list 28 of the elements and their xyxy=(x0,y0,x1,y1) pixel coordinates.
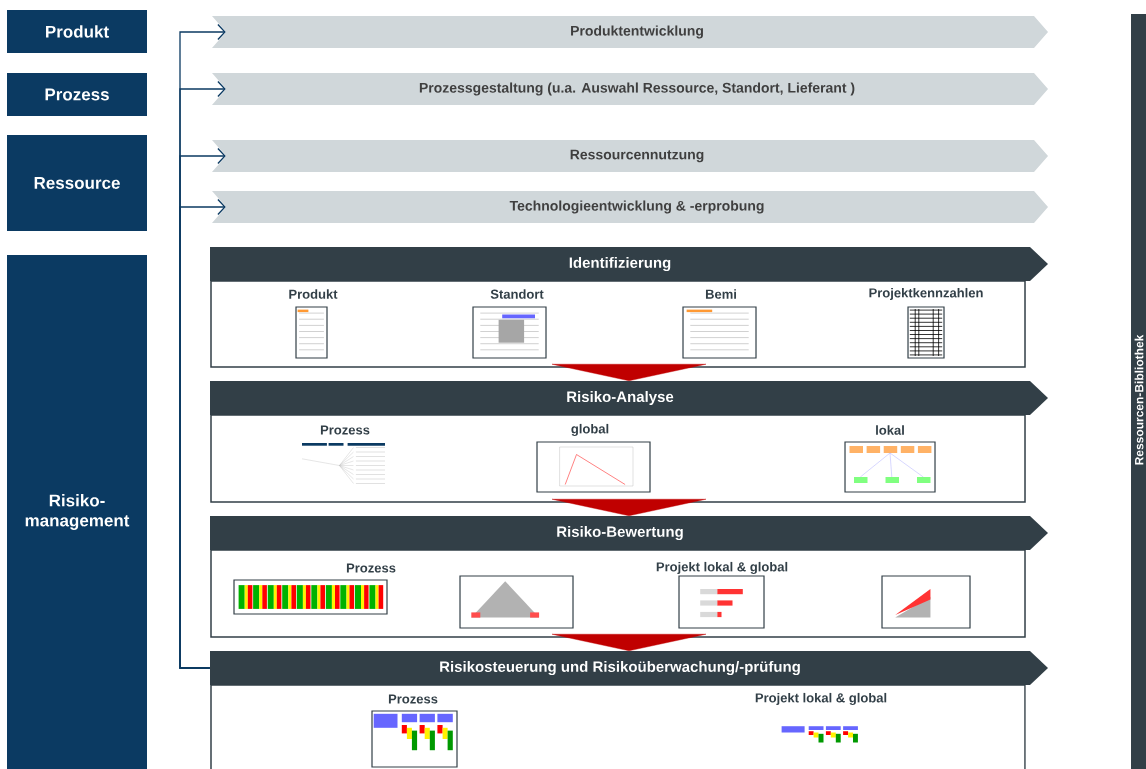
panel-heading: Identifizierung xyxy=(569,257,671,272)
section-label: Standort xyxy=(490,289,544,299)
category-box: Produkt xyxy=(7,10,147,53)
chevron-band: Ressourcennutzung xyxy=(212,140,1048,172)
section-label: lokal xyxy=(876,425,904,435)
section-label: Prozess xyxy=(320,425,370,435)
chevron-band: Technologieentwicklung & -erprobung xyxy=(212,191,1048,223)
chevron-band: Prozessgestaltung (u.a. Auswahl Ressource, Standort, Lieferant ) xyxy=(212,73,1048,105)
flow-arrow xyxy=(551,634,707,651)
section-label: Projekt lokal & global xyxy=(656,561,788,575)
flow-arrow xyxy=(551,364,707,381)
vertical-bar: Ressourcen-Bibliothek xyxy=(1131,14,1146,769)
section-label: global xyxy=(571,423,609,437)
section-label: Prozess xyxy=(388,694,438,704)
panel-heading: Risikosteuerung und Risikoüberwachung/-prüfung xyxy=(440,661,800,676)
section-label: Projektkennzahlen xyxy=(869,287,983,301)
category-box: Risiko- management xyxy=(7,255,147,769)
category-box: Prozess xyxy=(7,73,147,116)
flow-arrow xyxy=(551,499,707,516)
section-label: Projekt lokal & global xyxy=(755,692,887,706)
panel-heading: Risiko-Analyse xyxy=(567,391,674,405)
process-panel xyxy=(210,651,1048,769)
panel-heading: Risiko-Bewertung xyxy=(557,526,683,541)
section-label: Prozess xyxy=(346,563,396,573)
category-box: Ressource xyxy=(7,135,147,231)
section-label: Produkt xyxy=(289,289,338,299)
chevron-band: Produktentwicklung xyxy=(212,16,1048,48)
section-label: Bemi xyxy=(706,289,736,299)
